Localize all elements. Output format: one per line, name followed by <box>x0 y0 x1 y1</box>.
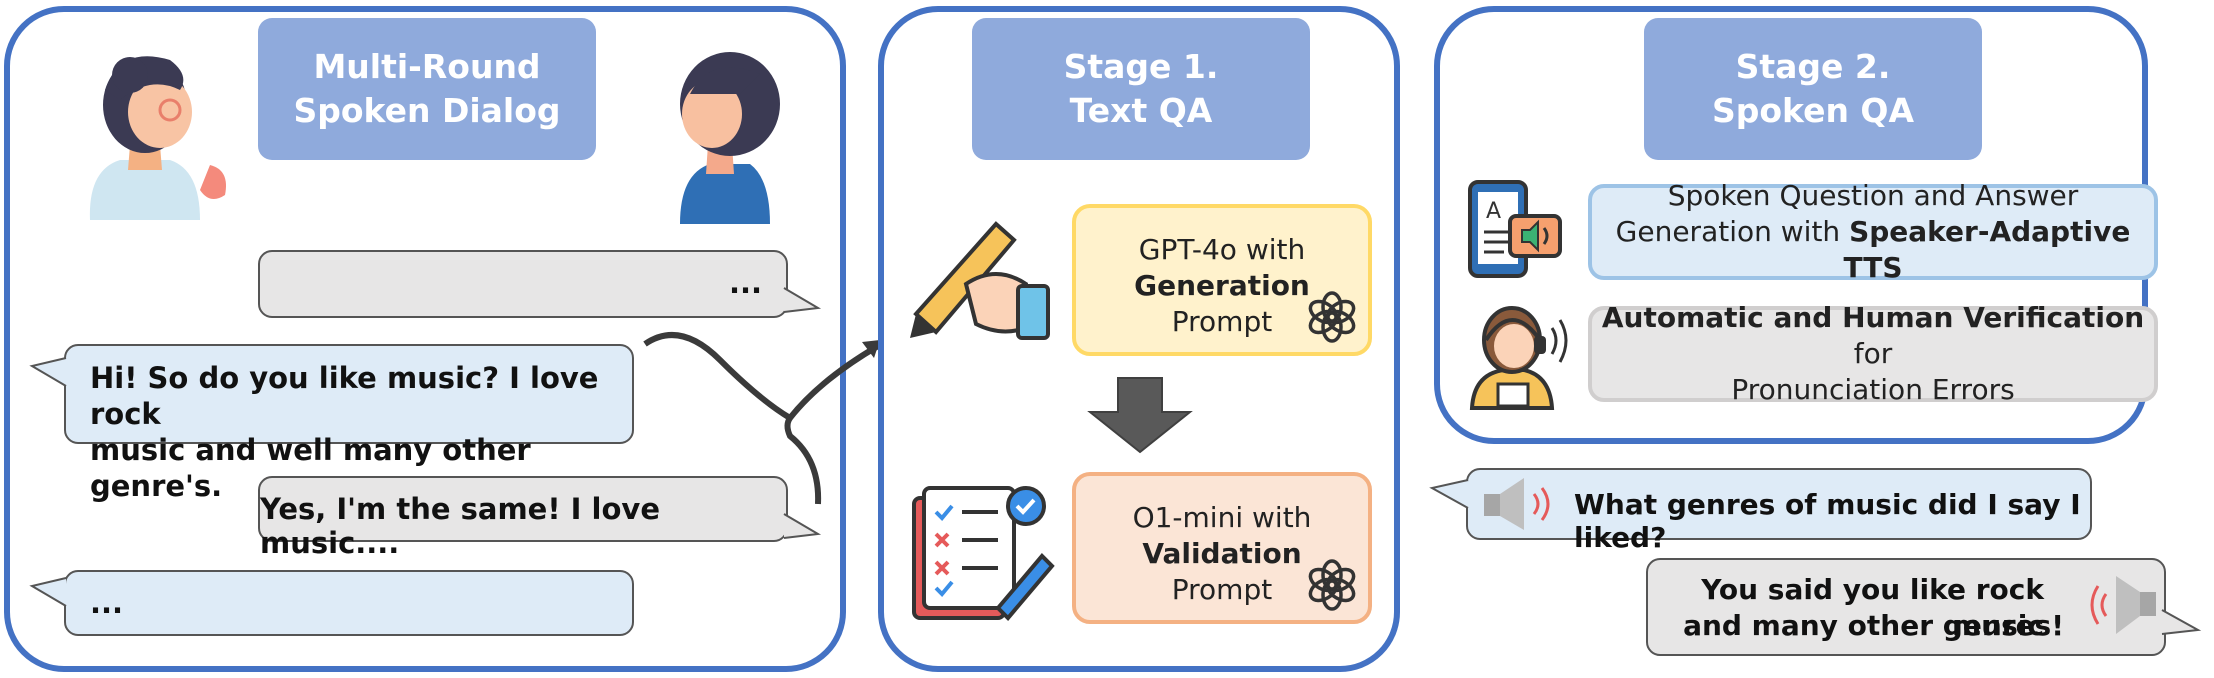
answer-line1: You said you like rock music <box>1701 573 2044 642</box>
question-bubble: What genres of music did I say I liked? <box>1466 468 2092 554</box>
answer-line2: and many other genres! <box>1683 609 2064 642</box>
question-text: What genres of music did I say I liked? <box>1574 488 2081 554</box>
verif-line2: Pronunciation Errors <box>1731 373 2015 406</box>
dialog-bubble-top-text: ... <box>728 266 762 300</box>
bubble-tail <box>29 577 67 607</box>
val-line2: Validation <box>1142 537 1302 570</box>
hand-pencil-icon <box>910 221 1050 340</box>
dialog-bubble-hi-line2: music and well many other genre's. <box>90 433 531 503</box>
speaker-icon <box>1484 478 1550 530</box>
verif-line1-bold: Automatic and Human Verification <box>1601 301 2145 334</box>
tts-line2: Generation with Speaker-Adaptive TTS <box>1592 214 2154 286</box>
down-arrow-icon <box>1087 377 1193 454</box>
panel2-title-line2: Text QA <box>1069 91 1213 130</box>
bubble-tail <box>783 287 822 313</box>
svg-text:A: A <box>1486 199 1501 224</box>
panel2-title-line1: Stage 1. <box>1063 47 1219 86</box>
panel3-title-line2: Spoken QA <box>1711 91 1915 130</box>
tts-line1: Spoken Question and Answer <box>1667 179 2079 212</box>
panel3-title: Stage 2. Spoken QA <box>1644 18 1982 160</box>
phone-speaker-icon: A <box>1468 180 1562 278</box>
panel1-title-line2: Spoken Dialog <box>293 91 561 130</box>
verif-line1: Automatic and Human Verification for <box>1592 300 2154 372</box>
dialog-bubble-same-text: Yes, I'm the same! I love music.... <box>260 492 660 560</box>
person-headset-icon <box>1469 306 1568 410</box>
val-line3: Prompt <box>1171 573 1273 606</box>
panel1-title-line1: Multi-Round <box>313 47 541 86</box>
panel1-title: Multi-Round Spoken Dialog <box>258 18 596 160</box>
speaker-icon <box>2090 576 2156 634</box>
gen-line1: GPT-4o with <box>1138 233 1306 266</box>
woman-icon <box>680 52 780 224</box>
tts-generation-box: Spoken Question and Answer Generation wi… <box>1588 179 2158 284</box>
panel3-title-line1: Stage 2. <box>1735 47 1891 86</box>
dialog-bubble-bottom-text: ... <box>90 586 124 620</box>
verif-line1-suffix: for <box>1853 337 1893 370</box>
bubble-tail <box>1429 479 1469 509</box>
panel2-title: Stage 1. Text QA <box>972 18 1310 160</box>
checklist-icon <box>912 486 1055 621</box>
dialog-bubble-hi-line1: Hi! So do you like music? I love rock <box>90 361 599 431</box>
verification-box: Automatic and Human Verification for Pro… <box>1588 301 2158 406</box>
bubble-tail <box>2161 609 2202 635</box>
tts-line2-prefix: Generation with <box>1615 215 1850 248</box>
openai-logo-icon <box>1308 291 1356 343</box>
bubble-tail <box>783 513 822 539</box>
tts-line2-bold: Speaker-Adaptive TTS <box>1843 215 2131 284</box>
woman-with-glasses-icon <box>89 56 226 220</box>
gen-line2: Generation <box>1134 269 1310 302</box>
dialog-bubble-same: Yes, I'm the same! I love music.... <box>258 476 788 560</box>
dialog-bubble-top: ... <box>258 250 788 318</box>
answer-bubble: You said you like rock music and many ot… <box>1646 558 2166 656</box>
dialog-bubble-hi: Hi! So do you like music? I love rock mu… <box>64 344 634 503</box>
gen-line3: Prompt <box>1171 305 1273 338</box>
val-line1: O1-mini with <box>1132 501 1312 534</box>
dialog-bubble-bottom: ... <box>64 570 634 636</box>
bubble-tail <box>29 357 67 387</box>
openai-logo-icon <box>1308 559 1356 611</box>
